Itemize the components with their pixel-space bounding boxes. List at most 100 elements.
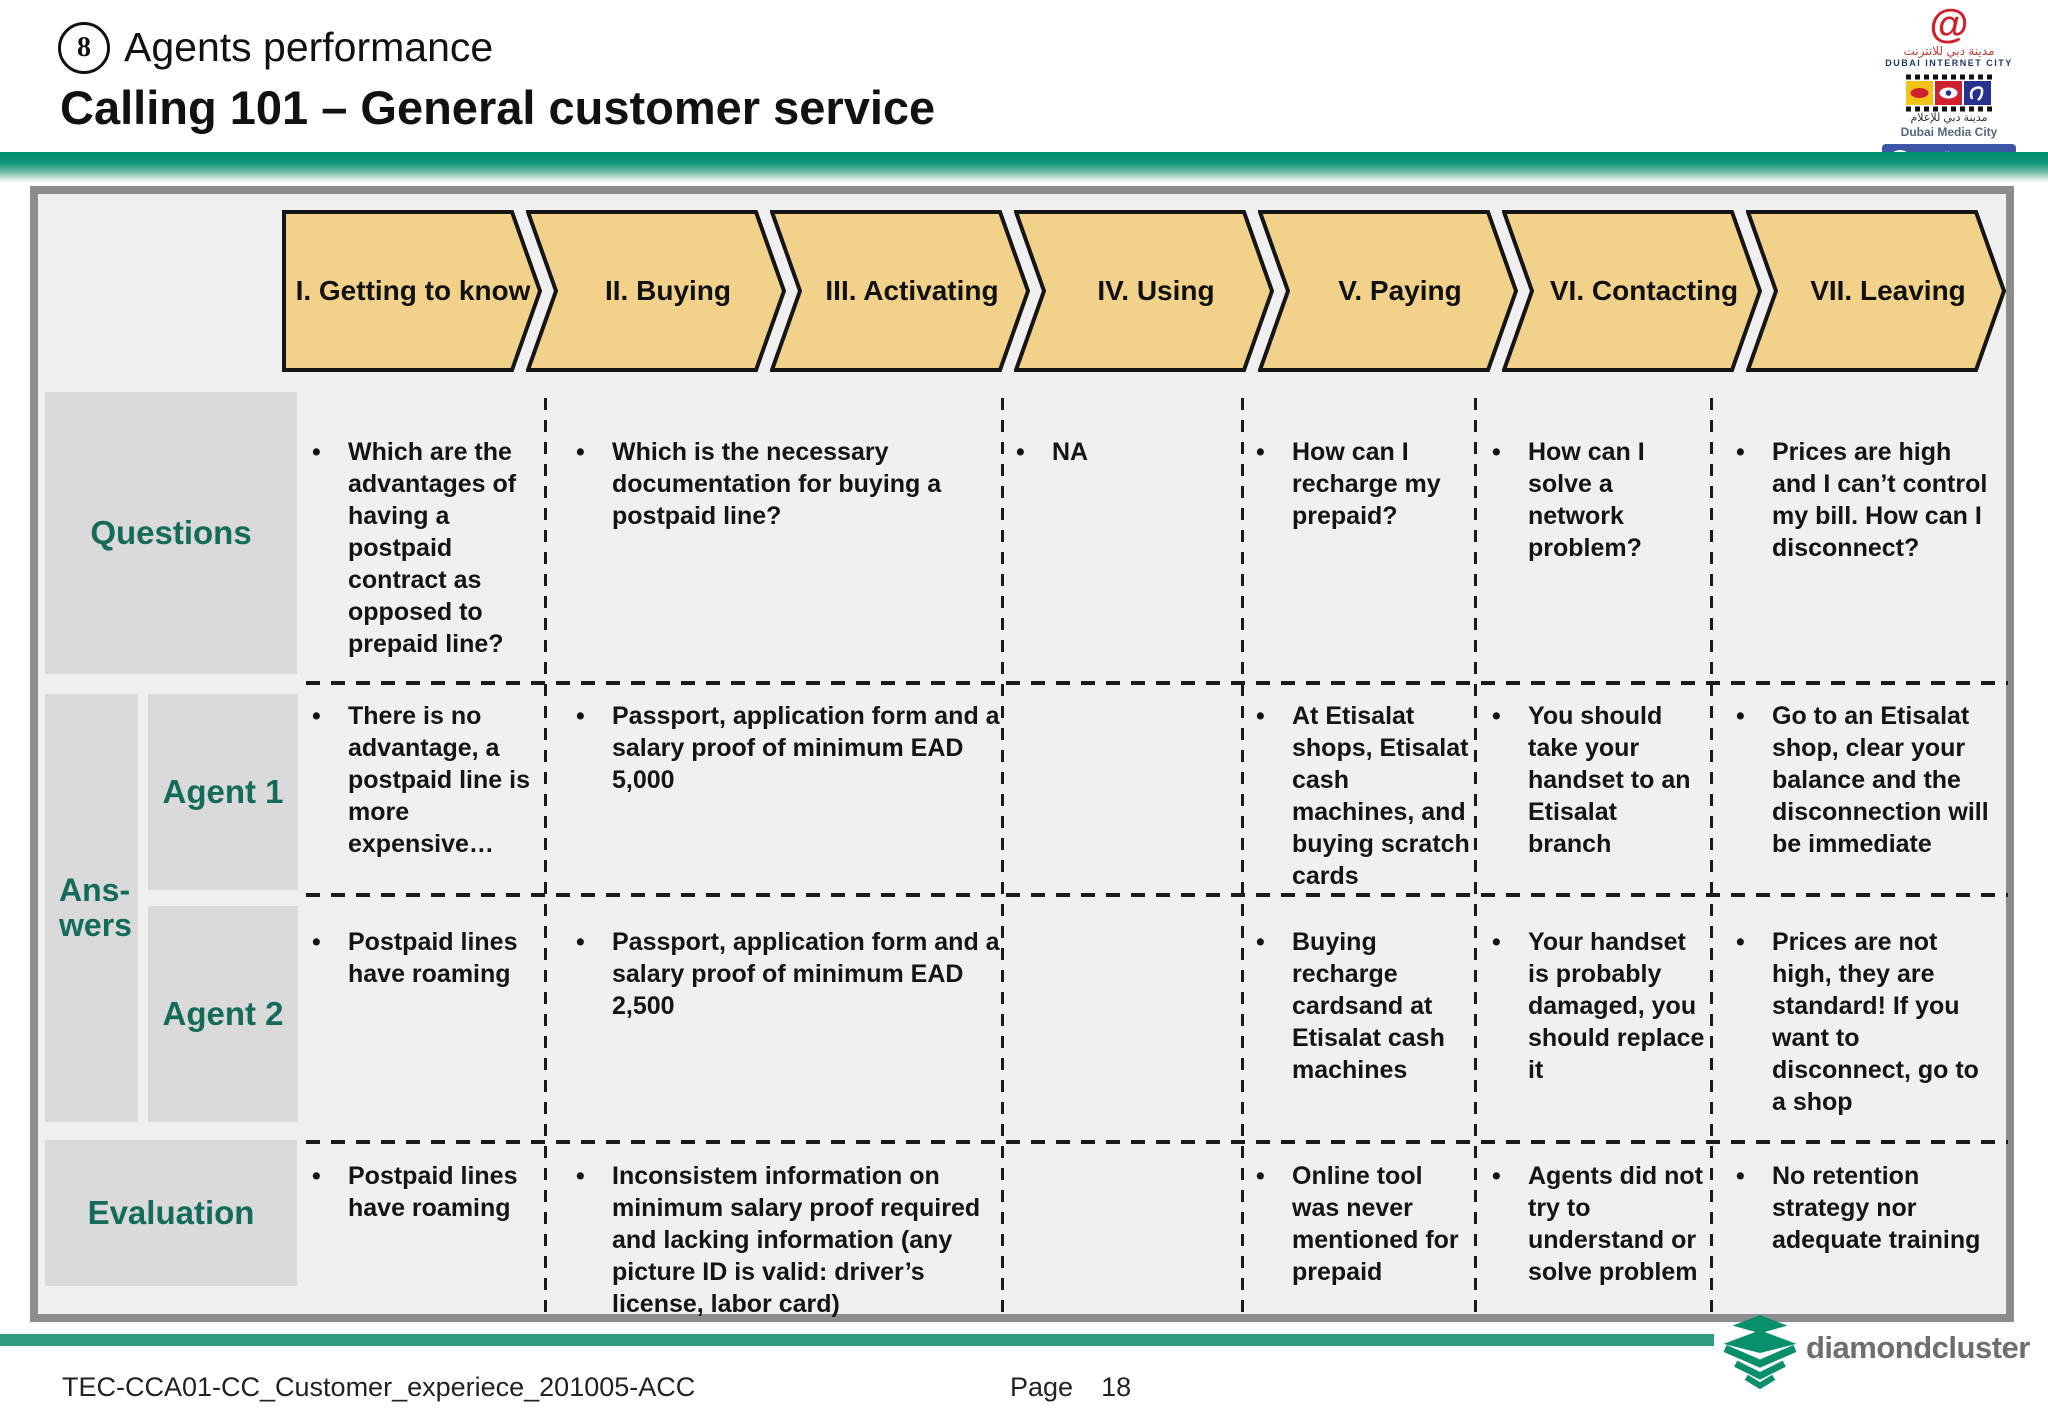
phase-label: III. Activating (825, 275, 999, 306)
column-divider (1001, 398, 1004, 1316)
cell-evaluation-paying: • Online tool was never mentioned for pr… (1256, 1160, 1474, 1288)
answers-label-line2: wers (59, 907, 132, 943)
chevron-arrow-icon (1502, 210, 1763, 372)
bullet-icon: • (1256, 1162, 1265, 1190)
cell-questions-buying-activating: • Which is the necessary documentation f… (576, 436, 1000, 532)
answers-label-line1: Ans- (59, 872, 131, 909)
phase-chevron-paying: V. Paying (1258, 210, 1520, 372)
column-divider (1710, 398, 1713, 1316)
slide-number-badge: 8 (58, 22, 110, 74)
cell-text: At Etisalat shops, Etisalat cash machine… (1292, 702, 1470, 890)
bullet-icon: • (1492, 438, 1501, 466)
bullet-icon: • (1736, 702, 1745, 730)
bullet-icon: • (576, 438, 585, 466)
cell-text: Prices are high and I can’t control my b… (1772, 438, 1988, 562)
row-label-agent2: Agent 2 (148, 906, 298, 1122)
dic-name: DUBAI INTERNET CITY (1885, 58, 2013, 68)
cell-text: No retention strategy nor adequate train… (1772, 1162, 1981, 1254)
cell-agent2-paying: • Buying recharge cardsand at Etisalat c… (1256, 926, 1456, 1086)
row-label-questions: Questions (45, 392, 297, 674)
column-divider (544, 398, 547, 1316)
cell-questions-contacting: • How can I solve a network problem? (1492, 436, 1706, 564)
diamondcluster-wordmark: diamondcluster (1806, 1330, 2030, 1365)
bullet-icon: • (312, 438, 321, 466)
cell-text: Inconsistem information on minimum salar… (612, 1162, 981, 1318)
cell-evaluation-contacting: • Agents did not try to understand or so… (1492, 1160, 1706, 1288)
phase-label: IV. Using (1097, 275, 1215, 306)
cell-evaluation-getting-to-know: • Postpaid lines have roaming (312, 1160, 540, 1224)
cell-agent2-buying-activating: • Passport, application form and a salar… (576, 926, 1000, 1022)
footer-divider-bar (0, 1334, 1714, 1346)
cell-questions-paying: • How can I recharge my prepaid? (1256, 436, 1470, 532)
cell-text: Online tool was never mentioned for prep… (1292, 1162, 1459, 1286)
chevron-arrow-icon (526, 210, 787, 372)
column-divider (1474, 398, 1477, 1316)
bullet-icon: • (1492, 928, 1501, 956)
chevron-arrow-icon (770, 210, 1031, 372)
page-title: Calling 101 – General customer service (60, 81, 936, 134)
phase-label: VII. Leaving (1810, 275, 1966, 306)
bullet-icon: • (576, 1162, 585, 1190)
chevron-arrow-icon (1258, 210, 1519, 372)
phase-chevron-activating: III. Activating (770, 210, 1032, 372)
phase-label: I. Getting to know (295, 275, 531, 306)
cell-text: Go to an Etisalat shop, clear your balan… (1772, 702, 1989, 858)
cell-text: Postpaid lines have roaming (348, 928, 518, 988)
bullet-icon: • (1256, 928, 1265, 956)
row-divider (306, 1140, 2008, 1144)
page-number-value: 18 (1101, 1372, 1132, 1402)
page-label: Page (1010, 1372, 1074, 1402)
filmstrip-icon (1906, 74, 1993, 112)
footer-page-number: Page 18 (1010, 1372, 1131, 1403)
chevron-arrow-icon (1746, 210, 2007, 372)
cell-text: Prices are not high, they are standard! … (1772, 928, 1979, 1116)
row-label-evaluation: Evaluation (45, 1140, 297, 1286)
bullet-icon: • (1256, 702, 1265, 730)
cell-agent2-contacting: • Your handset is probably damaged, you … (1492, 926, 1706, 1086)
cell-questions-leaving: • Prices are high and I can’t control my… (1736, 436, 1998, 564)
row-divider (306, 681, 2008, 685)
section-kicker: Agents performance (124, 24, 494, 70)
cell-text: Passport, application form and a salary … (612, 928, 1000, 1020)
cell-text: NA (1052, 438, 1089, 466)
logo-dubai-media-city: مدينة دبي للإعلام Dubai Media City (1900, 74, 1998, 139)
chevron-arrow-icon (1014, 210, 1275, 372)
cell-agent2-leaving: • Prices are not high, they are standard… (1736, 926, 1982, 1118)
phase-label: V. Paying (1338, 275, 1462, 306)
cell-agent1-contacting: • You should take your handset to an Eti… (1492, 700, 1706, 860)
logo-dubai-internet-city: @ مدينة دبي للانترنت DUBAI INTERNET CITY (1885, 4, 2013, 68)
phase-label: II. Buying (605, 275, 731, 306)
cell-agent2-getting-to-know: • Postpaid lines have roaming (312, 926, 540, 990)
dmc-name: Dubai Media City (1900, 125, 1998, 139)
phase-label: VI. Contacting (1549, 275, 1739, 306)
cell-agent1-getting-to-know: • There is no advantage, a postpaid line… (312, 700, 540, 860)
diamondcluster-logo-icon (1723, 1315, 1797, 1390)
cell-text: How can I recharge my prepaid? (1292, 438, 1441, 530)
cell-text: Postpaid lines have roaming (348, 1162, 518, 1222)
cell-agent1-leaving: • Go to an Etisalat shop, clear your bal… (1736, 700, 1998, 860)
bullet-icon: • (1736, 928, 1745, 956)
cell-text: Agents did not try to understand or solv… (1528, 1162, 1703, 1286)
bullet-icon: • (1736, 438, 1745, 466)
bullet-icon: • (1492, 1162, 1501, 1190)
phase-chevron-buying: II. Buying (526, 210, 788, 372)
dic-arabic-text: مدينة دبي للانترنت (1903, 44, 1995, 58)
bullet-icon: • (312, 928, 321, 956)
cell-text: You should take your handset to an Etisa… (1528, 702, 1691, 858)
bullet-icon: • (1736, 1162, 1745, 1190)
at-symbol-icon: @ (1929, 2, 1969, 46)
cell-questions-using: • NA (1016, 436, 1216, 468)
bullet-icon: • (1016, 438, 1025, 466)
bullet-icon: • (312, 702, 321, 730)
cell-text: Passport, application form and a salary … (612, 702, 1000, 794)
phase-chevron-using: IV. Using (1014, 210, 1276, 372)
row-label-answers: Ans- wers (45, 694, 138, 1122)
bullet-icon: • (576, 702, 585, 730)
cell-evaluation-buying-activating: • Inconsistem information on minimum sal… (576, 1160, 1016, 1320)
cell-text: Buying recharge cardsand at Etisalat cas… (1292, 928, 1445, 1084)
cell-text: Which is the necessary documentation for… (612, 438, 942, 530)
bullet-icon: • (1256, 438, 1265, 466)
row-divider (306, 893, 2008, 897)
chevron-arrow-icon (282, 210, 543, 372)
dmc-arabic-text: مدينة دبي للإعلام (1910, 112, 1988, 124)
